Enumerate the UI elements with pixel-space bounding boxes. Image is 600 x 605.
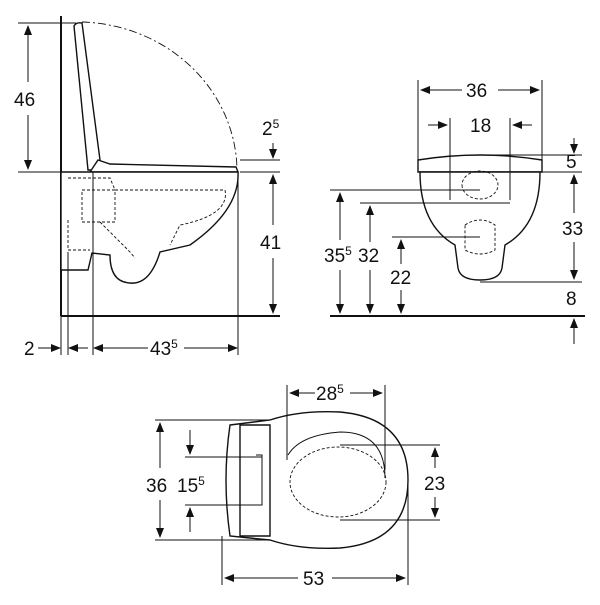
dim-outlet-height: 22	[390, 268, 411, 289]
raised-lid	[73, 22, 101, 171]
dim-seat-thickness: 25	[262, 117, 280, 140]
dim-seat-thickness-front: 5	[566, 152, 577, 173]
bowl-outline	[60, 171, 239, 284]
seat-top	[225, 411, 409, 549]
dim-fixing-height: 32	[358, 246, 379, 267]
hidden-pipework	[67, 177, 226, 259]
dim-lid-height: 46	[14, 90, 35, 111]
dim-opening-width: 23	[424, 474, 445, 495]
dim-wall-offset: 2	[24, 339, 35, 360]
opening-rim	[287, 431, 386, 479]
dim-floor-clearance: 8	[566, 289, 577, 310]
bowl-front	[419, 171, 541, 281]
dim-fixing-spacing-front: 18	[470, 116, 491, 137]
bowl-opening	[289, 446, 387, 518]
hinge-block	[239, 424, 271, 537]
dim-opening-length: 285	[316, 382, 344, 405]
dim-bowl-height: 33	[562, 219, 583, 240]
dim-width-top: 36	[146, 476, 167, 497]
seat	[88, 159, 240, 173]
dim-fixing-spacing-top: 155	[177, 474, 205, 497]
dim-width-front: 36	[466, 81, 487, 102]
dim-length: 53	[303, 569, 324, 590]
seat-front	[417, 154, 543, 173]
dim-inlet-height: 355	[324, 244, 352, 267]
front-view: 36 18 5 33 8 355 32 22	[324, 80, 585, 344]
dim-seat-height: 41	[260, 233, 281, 254]
top-view: 285 36 155 23 53	[146, 382, 445, 590]
dim-projection: 435	[150, 337, 178, 360]
lid-swing-arc	[81, 21, 238, 171]
side-view: 46 25 41 2 435	[14, 16, 281, 360]
